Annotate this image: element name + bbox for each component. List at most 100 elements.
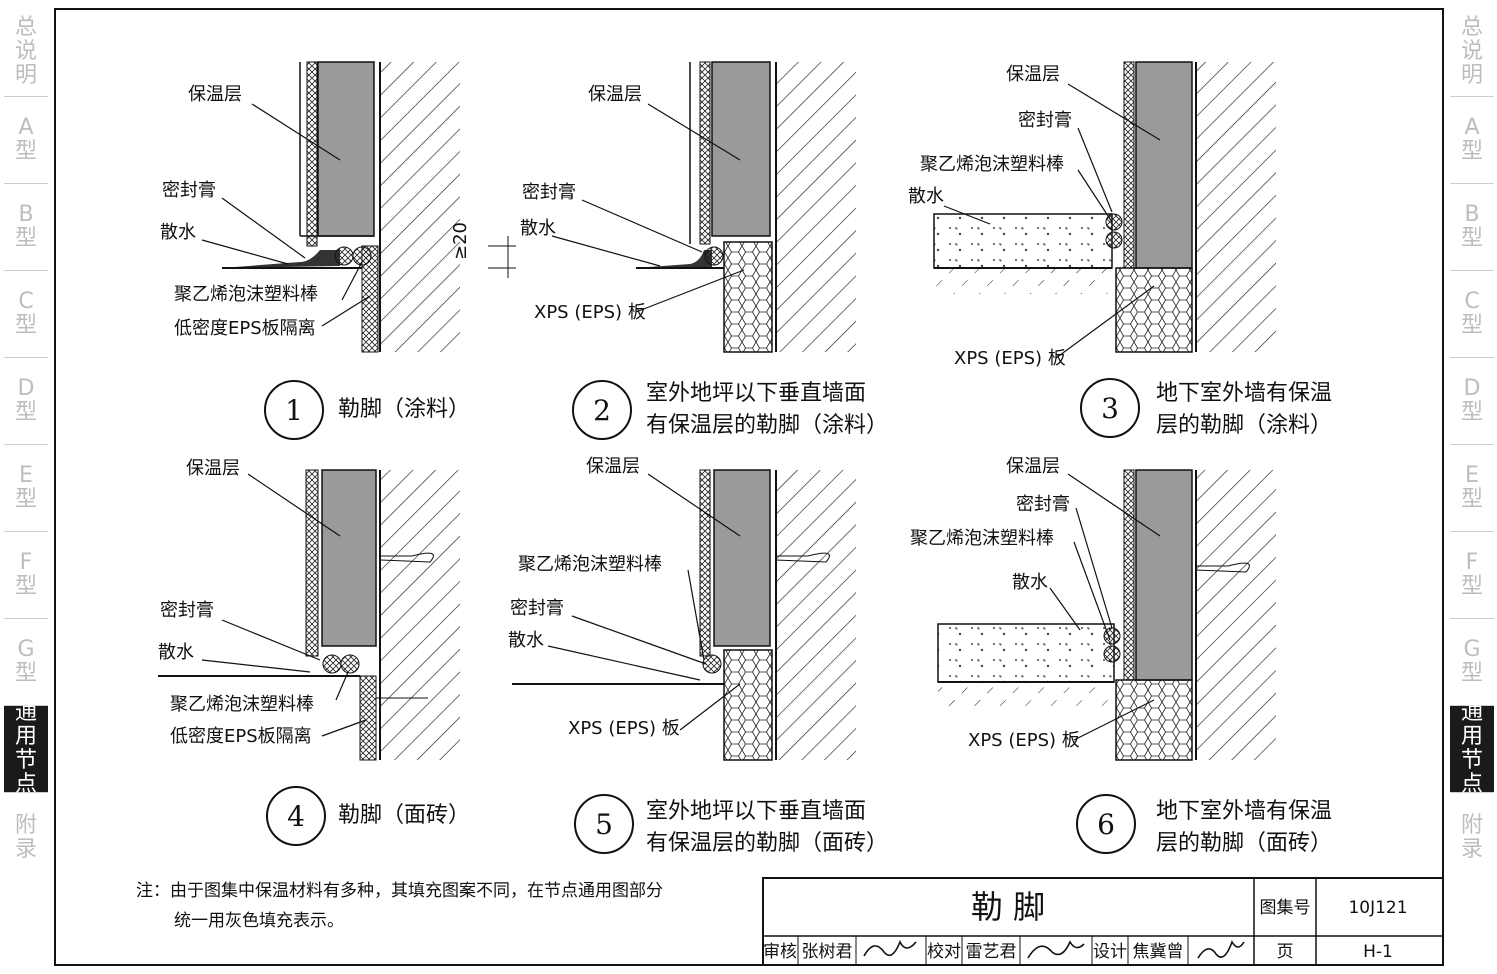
label-apron-2: 散水: [520, 218, 556, 239]
label-xps-6: XPS (EPS) 板: [968, 730, 1080, 751]
callout-labels: 保温层 密封膏 散水 聚乙烯泡沫塑料棒 低密度EPS板隔离 保温层 密封膏 散水…: [158, 64, 1080, 751]
label-pe-rod-5: 聚乙烯泡沫塑料棒: [518, 554, 662, 575]
side-tab-9[interactable]: 附录: [4, 793, 48, 883]
label-xps-2: XPS (EPS) 板: [534, 302, 646, 323]
side-tab-label: B型: [15, 202, 38, 251]
atlas-number: 10J121: [1348, 898, 1407, 918]
label-eps-isolation-1: 低密度EPS板隔离: [174, 318, 316, 339]
label-xps-5: XPS (EPS) 板: [568, 718, 680, 739]
side-tab-label: 通用节点: [15, 700, 38, 797]
side-tab-label: E型: [15, 463, 38, 512]
label-pe-rod-4: 聚乙烯泡沫塑料棒: [170, 694, 314, 715]
label-xps-3: XPS (EPS) 板: [954, 348, 1066, 369]
label-apron-6: 散水: [1012, 572, 1048, 593]
side-tab-7[interactable]: G型: [1450, 619, 1494, 706]
side-tab-label: F型: [15, 550, 38, 599]
side-tab-8[interactable]: 通用节点: [4, 701, 48, 797]
side-tab-label: 总说明: [15, 15, 38, 88]
side-tab-6[interactable]: F型: [4, 532, 48, 619]
side-tab-label: 附录: [15, 813, 38, 862]
side-tab-label: A型: [1461, 115, 1484, 164]
title-block-frame: [762, 877, 1444, 966]
detail-number-2: 2: [593, 394, 611, 427]
checker-name: 雷艺君: [966, 942, 1017, 962]
detail-caption-4-line1: 勒脚（面砖）: [338, 803, 470, 828]
side-tab-label: D型: [1461, 376, 1484, 425]
side-tab-label: G型: [15, 637, 38, 686]
side-tab-4[interactable]: D型: [4, 358, 48, 445]
label-insulation-4: 保温层: [186, 458, 240, 479]
detail-1-drawing: [222, 61, 460, 353]
leader-lines: [201, 83, 1161, 741]
label-insulation-2: 保温层: [588, 84, 642, 105]
detail-number-3: 3: [1101, 392, 1119, 425]
detail-number-4: 4: [287, 800, 305, 833]
side-tab-7[interactable]: G型: [4, 619, 48, 706]
detail-3-drawing: [933, 61, 1276, 353]
detail-caption-2-line1: 室外地坪以下垂直墙面: [646, 381, 866, 406]
detail-caption-3-line2: 层的勒脚（涂料）: [1156, 413, 1332, 438]
label-apron-5: 散水: [508, 630, 544, 651]
detail-4-drawing: [158, 469, 460, 761]
side-tab-5[interactable]: E型: [1450, 445, 1494, 532]
detail-number-1: 1: [285, 394, 303, 427]
detail-caption-1-line1: 勒脚（涂料）: [338, 397, 470, 422]
label-pe-rod-6: 聚乙烯泡沫塑料棒: [910, 528, 1054, 549]
side-tab-8[interactable]: 通用节点: [1450, 701, 1494, 797]
side-tab-9[interactable]: 附录: [1450, 793, 1494, 883]
detail-number-6: 6: [1097, 808, 1115, 841]
detail-6-drawing: [937, 469, 1276, 761]
detail-caption-2-line2: 有保温层的勒脚（涂料）: [646, 413, 888, 438]
detail-number-5: 5: [595, 808, 613, 841]
side-tab-3[interactable]: C型: [4, 271, 48, 358]
side-tab-label: 通用节点: [1461, 700, 1484, 797]
atlas-label: 图集号: [1260, 898, 1311, 918]
title-block-text: 勒 脚 图集号 10J121 审核 张树君 校对 雷艺君 设计 焦冀曾 页 H-…: [763, 888, 1408, 962]
side-tab-label: D型: [15, 376, 38, 425]
label-insulation-1: 保温层: [188, 84, 242, 105]
label-insulation-6: 保温层: [1006, 456, 1060, 477]
drawing-frame: [54, 8, 1444, 966]
detail-caption-5-line1: 室外地坪以下垂直墙面: [646, 799, 866, 824]
side-tab-0[interactable]: 总说明: [4, 8, 48, 97]
side-tab-6[interactable]: F型: [1450, 532, 1494, 619]
side-tab-5[interactable]: E型: [4, 445, 48, 532]
label-pe-rod-3: 聚乙烯泡沫塑料棒: [920, 154, 1064, 175]
note-line-1: 注：由于图集中保温材料有多种，其填充图案不同，在节点通用图部分: [136, 881, 663, 901]
design-label: 设计: [1093, 942, 1127, 962]
side-tab-2[interactable]: B型: [1450, 184, 1494, 271]
label-dim20: ≥20: [450, 222, 471, 260]
side-tab-label: 总说明: [1461, 15, 1484, 88]
label-sealant-5: 密封膏: [510, 597, 564, 619]
side-tab-1[interactable]: A型: [4, 97, 48, 184]
side-tab-label: C型: [15, 289, 38, 338]
side-tab-label: C型: [1461, 289, 1484, 338]
side-tab-4[interactable]: D型: [1450, 358, 1494, 445]
label-sealant-1: 密封膏: [162, 179, 216, 201]
note: 注：由于图集中保温材料有多种，其填充图案不同，在节点通用图部分 统一用灰色填充表…: [136, 876, 736, 936]
side-tab-label: B型: [1461, 202, 1484, 251]
side-tab-0[interactable]: 总说明: [1450, 8, 1494, 97]
reviewer-name: 张树君: [802, 942, 853, 962]
detail-5-drawing: [512, 469, 856, 761]
label-insulation-3: 保温层: [1006, 64, 1060, 85]
side-tab-1[interactable]: A型: [1450, 97, 1494, 184]
detail-caption-5-line2: 有保温层的勒脚（面砖）: [646, 831, 888, 856]
detail-caption-6-line1: 地下室外墙有保温: [1156, 799, 1332, 824]
drawing-title: 勒 脚: [971, 888, 1045, 926]
side-tab-label: G型: [1461, 637, 1484, 686]
side-tab-3[interactable]: C型: [1450, 271, 1494, 358]
check-label: 校对: [927, 942, 961, 962]
label-pe-rod-1: 聚乙烯泡沫塑料棒: [174, 284, 318, 305]
side-tab-2[interactable]: B型: [4, 184, 48, 271]
label-eps-isolation-4: 低密度EPS板隔离: [170, 726, 312, 747]
designer-name: 焦冀曾: [1133, 942, 1184, 962]
detail-captions: 1 勒脚（涂料） 2 室外地坪以下垂直墙面 有保温层的勒脚（涂料） 3 地下室外…: [264, 378, 1332, 856]
label-sealant-3: 密封膏: [1018, 109, 1072, 131]
review-label: 审核: [763, 942, 797, 962]
label-apron-3: 散水: [908, 186, 944, 207]
label-insulation-5: 保温层: [586, 456, 640, 477]
side-tabs-left: 总说明 A型 B型 C型 D型 E型 F型 G型通用节点附录: [4, 8, 48, 883]
